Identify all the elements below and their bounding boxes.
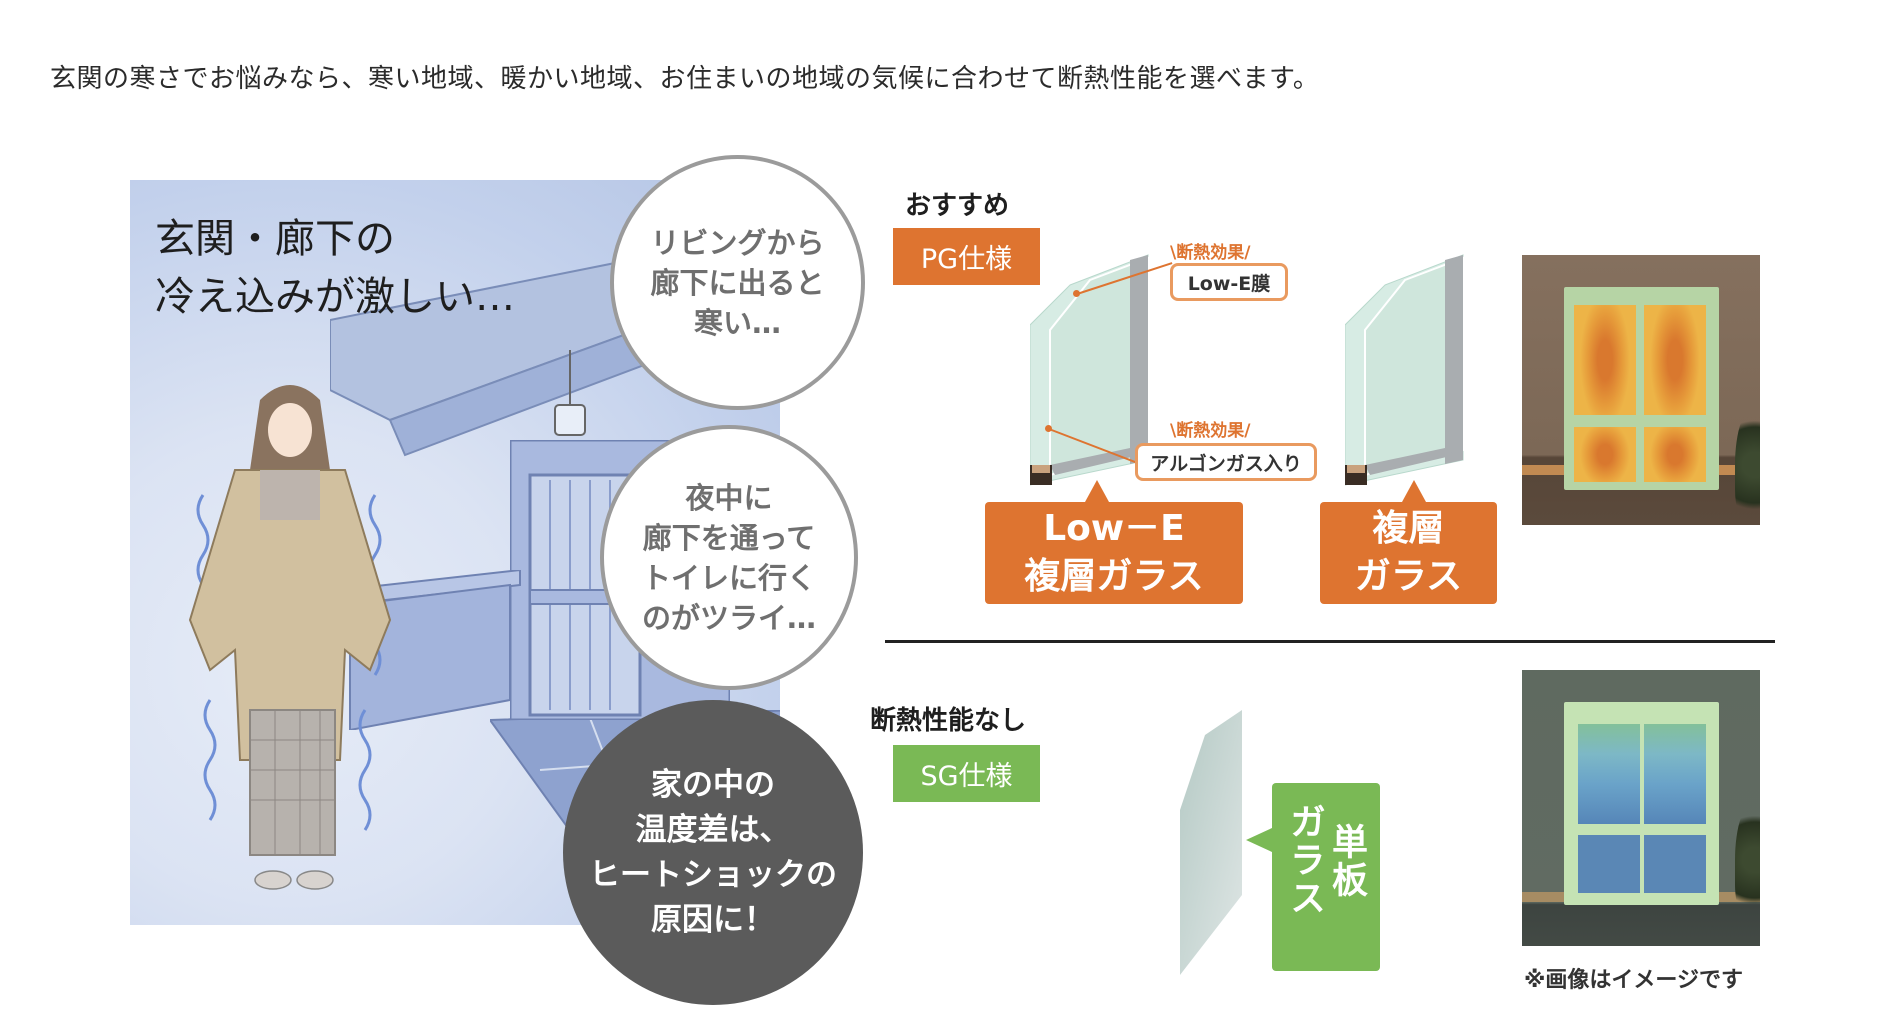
plant-icon (1735, 800, 1760, 920)
warning-line: 原因に！ (651, 901, 775, 938)
glass-pane (1578, 835, 1640, 893)
low-e-double-glass-icon (1030, 254, 1149, 486)
single-glass-label: 単板 ガラス (1246, 783, 1380, 971)
low-e-film-tag: Low-E膜 (1170, 263, 1288, 301)
argon-leader-dot (1045, 425, 1052, 432)
speech-bubble-living-room: リビングから 廊下に出ると 寒い… (610, 155, 865, 410)
label-col: 単板 (1326, 823, 1367, 899)
door-frame (1564, 287, 1719, 490)
warning-line: 家の中の (651, 766, 775, 803)
bubble-2-line: のがツライ… (641, 600, 816, 635)
glass-pane (1644, 724, 1706, 824)
glass-pane (1574, 427, 1636, 482)
warning-line: 温度差は、 (635, 811, 791, 848)
bubble-2-line: 夜中に (685, 480, 773, 515)
glass-pane (1644, 305, 1706, 415)
glass-pane (1644, 427, 1706, 482)
headline-line-1: 玄関・廊下の (155, 216, 395, 262)
label-line: ガラス (1354, 556, 1463, 597)
bubble-1-line: 廊下に出ると (650, 265, 825, 300)
intro-text: 玄関の寒さでお悩みなら、寒い地域、暖かい地域、お住まいの地域の気候に合わせて断熱… (50, 64, 1320, 94)
label-col: ガラス (1284, 803, 1325, 917)
warning-line: ヒートショックの (589, 856, 837, 893)
headline-line-2: 冷え込みが激しい… (155, 274, 515, 320)
no-insulation-label: 断熱性能なし (870, 706, 1027, 736)
warm-door-thermal-image (1522, 255, 1760, 525)
speech-bubble-night-toilet: 夜中に 廊下を通って トイレに行く のがツライ… (600, 425, 858, 690)
illustration-headline: 玄関・廊下の 冷え込みが激しい… (155, 210, 515, 326)
insulation-effect-label-2: \断熱効果/ (1170, 421, 1251, 441)
glass-pane (1644, 835, 1706, 893)
argon-gas-tag: アルゴンガス入り (1135, 443, 1317, 481)
bubble-2-line: トイレに行く (641, 560, 816, 595)
glass-pane (1574, 305, 1636, 415)
door-frame (1564, 702, 1719, 905)
recommended-label: おすすめ (905, 191, 1010, 221)
bubble-2-line: 廊下を通って (642, 520, 816, 555)
double-glass-icon (1345, 254, 1464, 486)
insulation-effect-label-1: \断熱効果/ (1170, 243, 1251, 263)
section-divider (885, 640, 1775, 643)
cold-woman-icon (188, 385, 392, 890)
label-line: 複層 (1372, 508, 1445, 549)
label-line: Low－E (1043, 508, 1185, 549)
cold-door-thermal-image (1522, 670, 1760, 946)
pg-spec-badge: PG仕様 (893, 228, 1040, 285)
sg-spec-badge: SG仕様 (893, 745, 1040, 802)
single-glass-icon (1180, 710, 1242, 975)
plant-icon (1735, 405, 1760, 525)
low-e-leader-dot (1073, 290, 1080, 297)
label-line: 複層ガラス (1024, 556, 1204, 597)
heat-shock-warning: 家の中の 温度差は、 ヒートショックの 原因に！ (563, 700, 863, 1005)
image-disclaimer: ※画像はイメージです (1524, 968, 1743, 993)
glass-pane (1578, 724, 1640, 824)
low-e-double-glass-label: Low－E 複層ガラス (985, 480, 1243, 604)
bubble-1-line: リビングから (650, 225, 825, 260)
double-glass-label: 複層 ガラス (1320, 480, 1497, 604)
bubble-1-line: 寒い… (693, 305, 781, 340)
